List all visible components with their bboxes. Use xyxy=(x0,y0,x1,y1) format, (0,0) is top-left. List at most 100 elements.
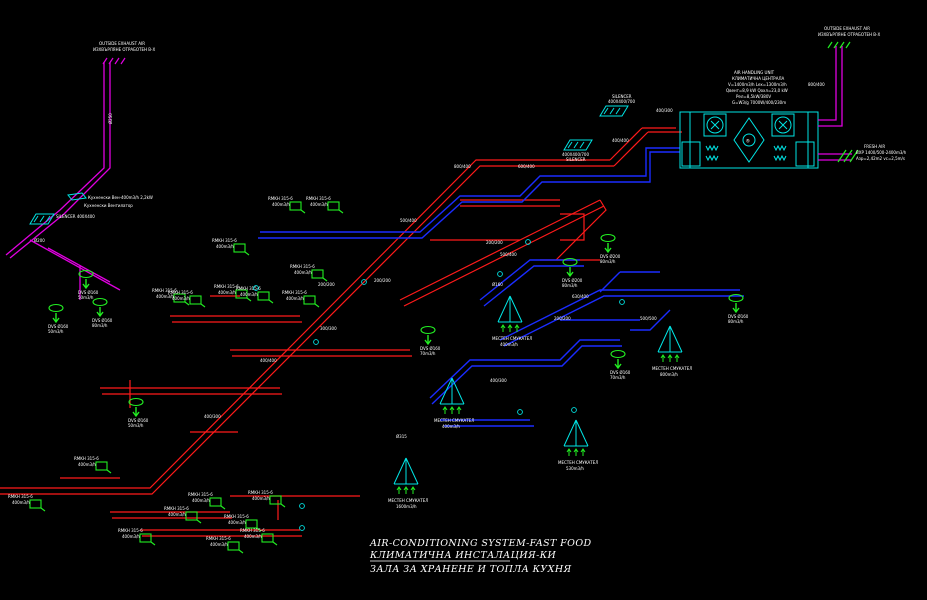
damper-icon xyxy=(619,299,625,305)
supply-grille-flow: 400m3/h xyxy=(286,296,304,301)
ahu-fan-right-icon xyxy=(771,113,795,137)
return-duct-network xyxy=(258,147,744,427)
nozzle-name: МЕСТЕН СМУКАТЕЛ xyxy=(558,460,598,465)
supply-grille-label: RMKH 315-6 xyxy=(118,528,143,533)
supply-grille-flow: 400m3/h xyxy=(244,534,262,539)
supply-grille-flow: 400m3/h xyxy=(252,496,270,501)
exhaust-arrows-left-icon xyxy=(102,57,126,65)
nozzle-flow: 530m3/h xyxy=(566,466,584,471)
svg-text:400/400: 400/400 xyxy=(612,138,629,143)
supply-grille-flow: 400m3/h xyxy=(12,500,30,505)
damper-icon xyxy=(299,503,305,509)
kitchen-fan-label: Кухненски Вен-400m3/h 2,2kW xyxy=(88,195,153,200)
dvs-name: DVS Ø200 xyxy=(562,278,583,283)
exhaust-arrows-right-icon xyxy=(827,41,851,49)
supply-grille-label: RMKH 315-6 xyxy=(214,284,239,289)
ahu-symbol: ® xyxy=(746,138,751,145)
outside-exhaust-left-subtitle: ИЗХВЪРЛЯНЕ ОТРАБОТЕН В-Х xyxy=(93,47,155,52)
silencer-return-size: 400X400/700 xyxy=(562,152,589,157)
svg-text:400/300: 400/300 xyxy=(490,378,507,383)
dvs-flow: 80m3/h xyxy=(728,319,744,324)
air-handling-unit: ® AIR HANDLING UNIT КЛИМАТИЧНА ЦЕНТРАЛА … xyxy=(679,70,819,169)
title-line-2: КЛИМАТИЧНА ИНСТАЛАЦИЯ-КИ xyxy=(369,550,556,561)
dvs-flow: 80m3/h xyxy=(562,283,578,288)
dvs-name: DVS Ø160 xyxy=(610,370,631,375)
silencer-return-label: SILENCER xyxy=(566,157,586,162)
ahu-line-3: V=1400m3/h Lex=1300m3/h xyxy=(728,82,787,87)
ahu-title: AIR HANDLING UNIT xyxy=(734,70,775,75)
dvs-flow: 50m3/h xyxy=(48,329,64,334)
svg-text:Ø200: Ø200 xyxy=(34,238,45,243)
supply-grille-flow: 400m3/h xyxy=(310,202,328,207)
ahu-line-6: G=W3/g 7000W/400/230m xyxy=(732,100,786,105)
kitchen-fan-icon: Кухненски Вен-400m3/h 2,2kW Кухненски Ве… xyxy=(67,192,153,208)
supply-grille-label: RMKH 315-6 xyxy=(168,290,193,295)
svg-text:Ø160: Ø160 xyxy=(492,282,503,287)
svg-text:630/400: 630/400 xyxy=(572,294,589,299)
exhaust-duct-right: 800/400 OUTSIDE EXHAUST AIR ИЗХВЪРЛЯНЕ О… xyxy=(808,26,880,127)
damper-icon xyxy=(497,271,503,277)
supply-grille-label: RMKH 315-6 xyxy=(282,290,307,295)
svg-text:500/400: 500/400 xyxy=(400,218,417,223)
svg-text:Ø315: Ø315 xyxy=(396,434,407,439)
svg-text:400/400: 400/400 xyxy=(260,358,277,363)
drawing-title-block: AIR-CONDITIONING SYSTEM-FAST FOOD КЛИМАТ… xyxy=(369,538,592,575)
damper-icon xyxy=(299,525,305,531)
supply-grille-label: RMKH 315-6 xyxy=(306,196,331,201)
damper-icon xyxy=(525,239,531,245)
svg-text:Ø250: Ø250 xyxy=(108,113,113,124)
svg-text:200/200: 200/200 xyxy=(554,316,571,321)
supply-grille-label: RMKH 315-6 xyxy=(236,286,261,291)
silencer-supply-size: 400X400/700 xyxy=(608,99,635,104)
dvs-name: DVS Ø160 xyxy=(48,324,69,329)
supply-grille-flow: 400m3/h xyxy=(122,534,140,539)
supply-grille-flow: 400m3/h xyxy=(216,244,234,249)
supply-grille-label: RMKH 315-6 xyxy=(8,494,33,499)
outside-exhaust-left-title: OUTSIDE EXHAUST AIR xyxy=(99,41,145,46)
svg-text:200/200: 200/200 xyxy=(374,278,391,283)
svg-text:600/400: 600/400 xyxy=(518,164,535,169)
svg-text:500/500: 500/500 xyxy=(640,316,657,321)
svg-text:800/400: 800/400 xyxy=(454,164,471,169)
svg-text:500/400: 500/400 xyxy=(500,252,517,257)
title-line-1: AIR-CONDITIONING SYSTEM-FAST FOOD xyxy=(369,538,592,549)
ahu-line-5: Pел=8,5kW/380V xyxy=(736,94,771,99)
supply-grille-flow: 400m3/h xyxy=(294,270,312,275)
nozzle-flow: 400m3/h xyxy=(500,342,518,347)
supply-grille-label: RMKH 315-6 xyxy=(74,456,99,461)
dvs-name: DVS Ø160 xyxy=(78,290,99,295)
damper-icon xyxy=(253,285,259,291)
nozzle-name: МЕСТЕН СМУКАТЕЛ xyxy=(492,336,532,341)
supply-grille-label: RMKH 315-6 xyxy=(188,492,213,497)
dvs-name: DVS Ø160 xyxy=(128,418,149,423)
supply-grille-label: RMKH 315-6 xyxy=(290,264,315,269)
fresh-air-line-2: ВХР 1400/500-2400m3/h xyxy=(856,150,907,155)
svg-text:800/400: 800/400 xyxy=(808,82,825,87)
outside-exhaust-left: OUTSIDE EXHAUST AIR ИЗХВЪРЛЯНЕ ОТРАБОТЕН… xyxy=(93,41,155,65)
dvs-flow: 80m3/h xyxy=(92,323,108,328)
dvs-name: DVS Ø160 xyxy=(728,314,749,319)
